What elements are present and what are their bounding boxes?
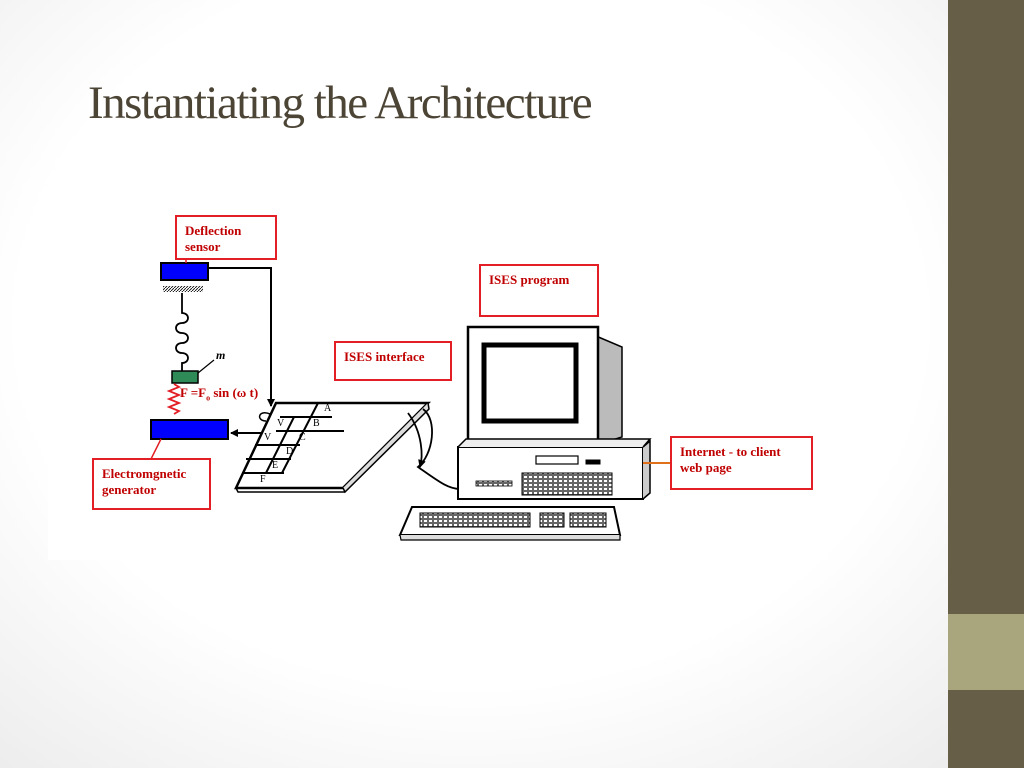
label-ises-interface: ISES interface (334, 341, 452, 381)
mass-pointer (197, 359, 215, 374)
cell-v-lower: V (264, 432, 272, 443)
generator-callout-line (149, 438, 162, 462)
force-formula: F =Fo sin (ω t) (180, 385, 259, 403)
mass-block (171, 370, 199, 384)
cell-f: F (260, 474, 266, 485)
deflection-sensor (160, 262, 209, 281)
label-internet-client: Internet - to client web page (670, 436, 813, 490)
sensor-signal-arrow (208, 267, 275, 407)
cell-v-upper: V (277, 418, 285, 429)
ises-interface-board (234, 401, 432, 494)
cell-b: B (313, 418, 320, 429)
architecture-diagram: Deflection sensor ISES program ISES inte… (48, 195, 828, 560)
slide-sidebar-accent (948, 614, 1024, 690)
cell-c: C (299, 432, 306, 443)
spring (175, 293, 189, 371)
label-deflection-sensor: Deflection sensor (175, 215, 277, 260)
cell-a: A (324, 403, 332, 414)
cell-d: D (286, 446, 294, 457)
interface-loop (258, 412, 271, 422)
electromagnetic-generator (150, 419, 229, 440)
computer-monitor (466, 325, 623, 448)
computer-case (457, 438, 652, 500)
label-ises-program: ISES program (479, 264, 599, 317)
cable-lower (416, 408, 461, 490)
label-electromagnetic-generator: Electromgnetic generator (92, 458, 211, 510)
mass-label: m (216, 348, 226, 362)
diagram-drawing (149, 252, 670, 541)
cell-e: E (272, 460, 279, 471)
slide-title: Instantiating the Architecture (88, 77, 593, 129)
computer-keyboard (398, 506, 622, 541)
fixed-support (163, 286, 203, 292)
force-zigzag (166, 383, 182, 415)
